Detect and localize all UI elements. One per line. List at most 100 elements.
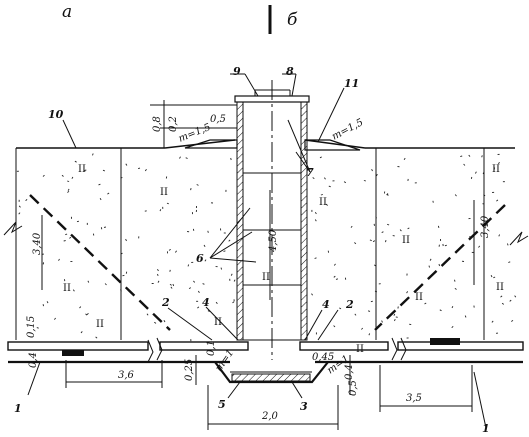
stipple-dot bbox=[58, 258, 60, 261]
stipple-dot bbox=[95, 336, 98, 339]
stipple-dot bbox=[198, 290, 200, 294]
stipple-dot bbox=[159, 209, 162, 212]
stipple-dot bbox=[61, 174, 64, 177]
stipple-dot bbox=[74, 160, 77, 163]
stipple-dot bbox=[511, 320, 514, 322]
stipple-dot bbox=[92, 153, 94, 156]
callout-5: 5 bbox=[218, 398, 226, 411]
stipple-dot bbox=[157, 268, 159, 272]
stipple-dot bbox=[498, 162, 500, 165]
stipple-dot bbox=[175, 250, 177, 253]
stipple-dot bbox=[84, 169, 87, 172]
stipple-dot bbox=[444, 244, 447, 247]
stipple-dot bbox=[339, 307, 342, 310]
stipple-dot bbox=[230, 157, 232, 161]
stipple-dot bbox=[468, 154, 471, 157]
stipple-dot bbox=[429, 258, 432, 261]
stipple-dot bbox=[100, 227, 103, 230]
dim-2-0: 2,0 bbox=[261, 411, 279, 422]
stipple-dot bbox=[190, 187, 192, 191]
stipple-dot bbox=[320, 194, 324, 196]
stipple-dot bbox=[403, 157, 406, 161]
fill-mark: II bbox=[496, 282, 504, 293]
stipple-dot bbox=[46, 301, 49, 304]
stipple-dot bbox=[381, 231, 384, 233]
dim-3-40-left: 3,40 bbox=[32, 232, 43, 255]
stipple-dot bbox=[107, 192, 110, 195]
fill-mark: II bbox=[160, 187, 168, 198]
stipple-dot bbox=[460, 155, 463, 158]
stipple-dot bbox=[325, 203, 328, 206]
fill-mark: II bbox=[78, 164, 86, 175]
backfill-outline bbox=[3, 139, 529, 340]
callout-4-left: 4 bbox=[202, 296, 210, 309]
callout-6: 6 bbox=[196, 252, 204, 265]
stipple-dot bbox=[437, 225, 440, 229]
stipple-dot bbox=[154, 321, 157, 324]
stipple-dot bbox=[478, 245, 481, 248]
stipple-dot bbox=[333, 263, 336, 266]
stipple-dot bbox=[311, 293, 313, 296]
slope-line-left bbox=[29, 194, 171, 331]
stipple-dot bbox=[424, 302, 427, 305]
stipple-dot bbox=[102, 169, 106, 172]
callout-7: 7 bbox=[306, 166, 314, 179]
stipple-dot bbox=[387, 193, 389, 196]
stipple-dot bbox=[179, 156, 181, 159]
stipple-dot bbox=[493, 276, 496, 279]
stipple-dot bbox=[508, 261, 511, 263]
stipple-dot bbox=[368, 333, 371, 336]
dim-0-45: 0,45 bbox=[312, 352, 334, 363]
stipple-dot bbox=[168, 249, 171, 251]
callout-2-right: 2 bbox=[345, 298, 354, 311]
stipple-dot bbox=[371, 168, 373, 172]
stipple-dot bbox=[324, 177, 326, 180]
stipple-dot bbox=[498, 234, 501, 237]
stipple-dot bbox=[36, 327, 39, 329]
stipple-dot bbox=[333, 325, 336, 328]
stipple-dot bbox=[451, 326, 454, 329]
stipple-dot bbox=[335, 278, 339, 280]
stipple-dot bbox=[202, 283, 205, 285]
pipe-support-right bbox=[430, 338, 460, 345]
view-b-label: б bbox=[287, 10, 298, 30]
stipple-dot bbox=[169, 269, 171, 272]
stipple-dot bbox=[454, 194, 457, 197]
pipe-section bbox=[7, 337, 524, 384]
stipple-dot bbox=[172, 283, 175, 287]
stipple-dot bbox=[438, 263, 440, 267]
stipple-dot bbox=[343, 181, 347, 184]
stipple-dot bbox=[125, 238, 127, 242]
stipple-dot bbox=[207, 230, 209, 233]
fill-mark: II bbox=[402, 235, 410, 246]
stipple-dot bbox=[328, 185, 331, 188]
stipple-dot bbox=[204, 259, 207, 262]
stipple-dot bbox=[196, 184, 199, 186]
stipple-dot bbox=[370, 300, 373, 303]
stipple-dot bbox=[170, 286, 173, 289]
stipple-dot bbox=[228, 239, 231, 242]
fill-mark: II bbox=[96, 319, 104, 330]
stipple-dot bbox=[203, 244, 206, 247]
stipple-dot bbox=[87, 280, 90, 283]
callout-1-right: 1 bbox=[482, 422, 490, 435]
dimension-lines bbox=[41, 190, 475, 430]
stipple-dot bbox=[42, 174, 45, 177]
callout-9: 9 bbox=[233, 65, 241, 78]
fill-mark: II bbox=[262, 272, 270, 283]
stipple-dot bbox=[376, 173, 378, 177]
stipple-dot bbox=[25, 199, 28, 202]
dim-0-2: 0,2 bbox=[168, 116, 179, 132]
dim-3-40-right: 3,40 bbox=[480, 215, 491, 238]
fill-mark: II bbox=[63, 283, 71, 294]
stipple-dot bbox=[514, 295, 517, 298]
stipple-dot bbox=[18, 212, 21, 215]
stipple-dot bbox=[509, 299, 512, 302]
dim-0-1: 0,1 bbox=[206, 340, 217, 356]
stipple-dot bbox=[18, 205, 21, 208]
stipple-dot bbox=[146, 313, 149, 316]
stipple-dot bbox=[72, 289, 75, 292]
stipple-texture bbox=[16, 153, 517, 342]
callout-2-left: 2 bbox=[161, 296, 170, 309]
stipple-dot bbox=[454, 287, 457, 290]
